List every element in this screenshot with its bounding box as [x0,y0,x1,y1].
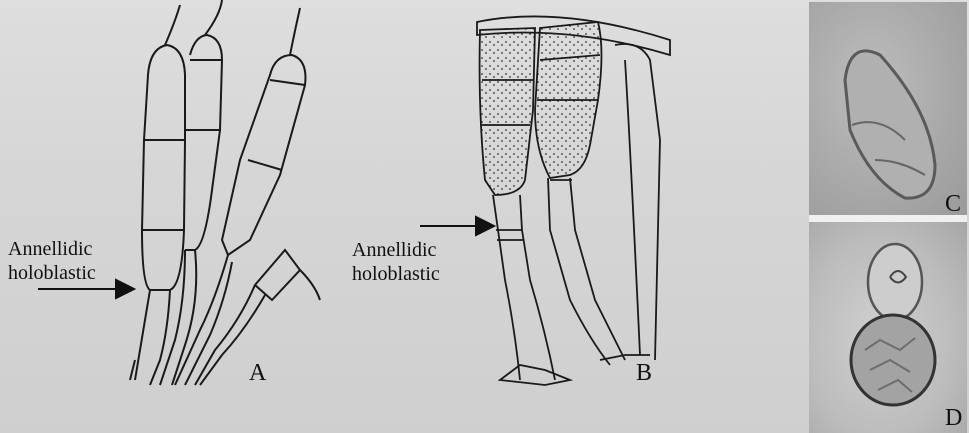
panel-a-label-line1: Annellidic [8,237,92,261]
photo-d-large-spore [851,315,935,405]
panel-b-label-line1: Annellidic [352,238,436,262]
panel-letter-c: C [945,191,961,218]
photo-c-conidium [845,51,935,198]
panel-letter-d: D [945,405,962,432]
panel-letter-b: B [636,360,652,387]
panel-b-label-line2: holoblastic [352,262,440,286]
panel-letter-a: A [249,360,266,387]
panel-a-label-line2: holoblastic [8,261,96,285]
